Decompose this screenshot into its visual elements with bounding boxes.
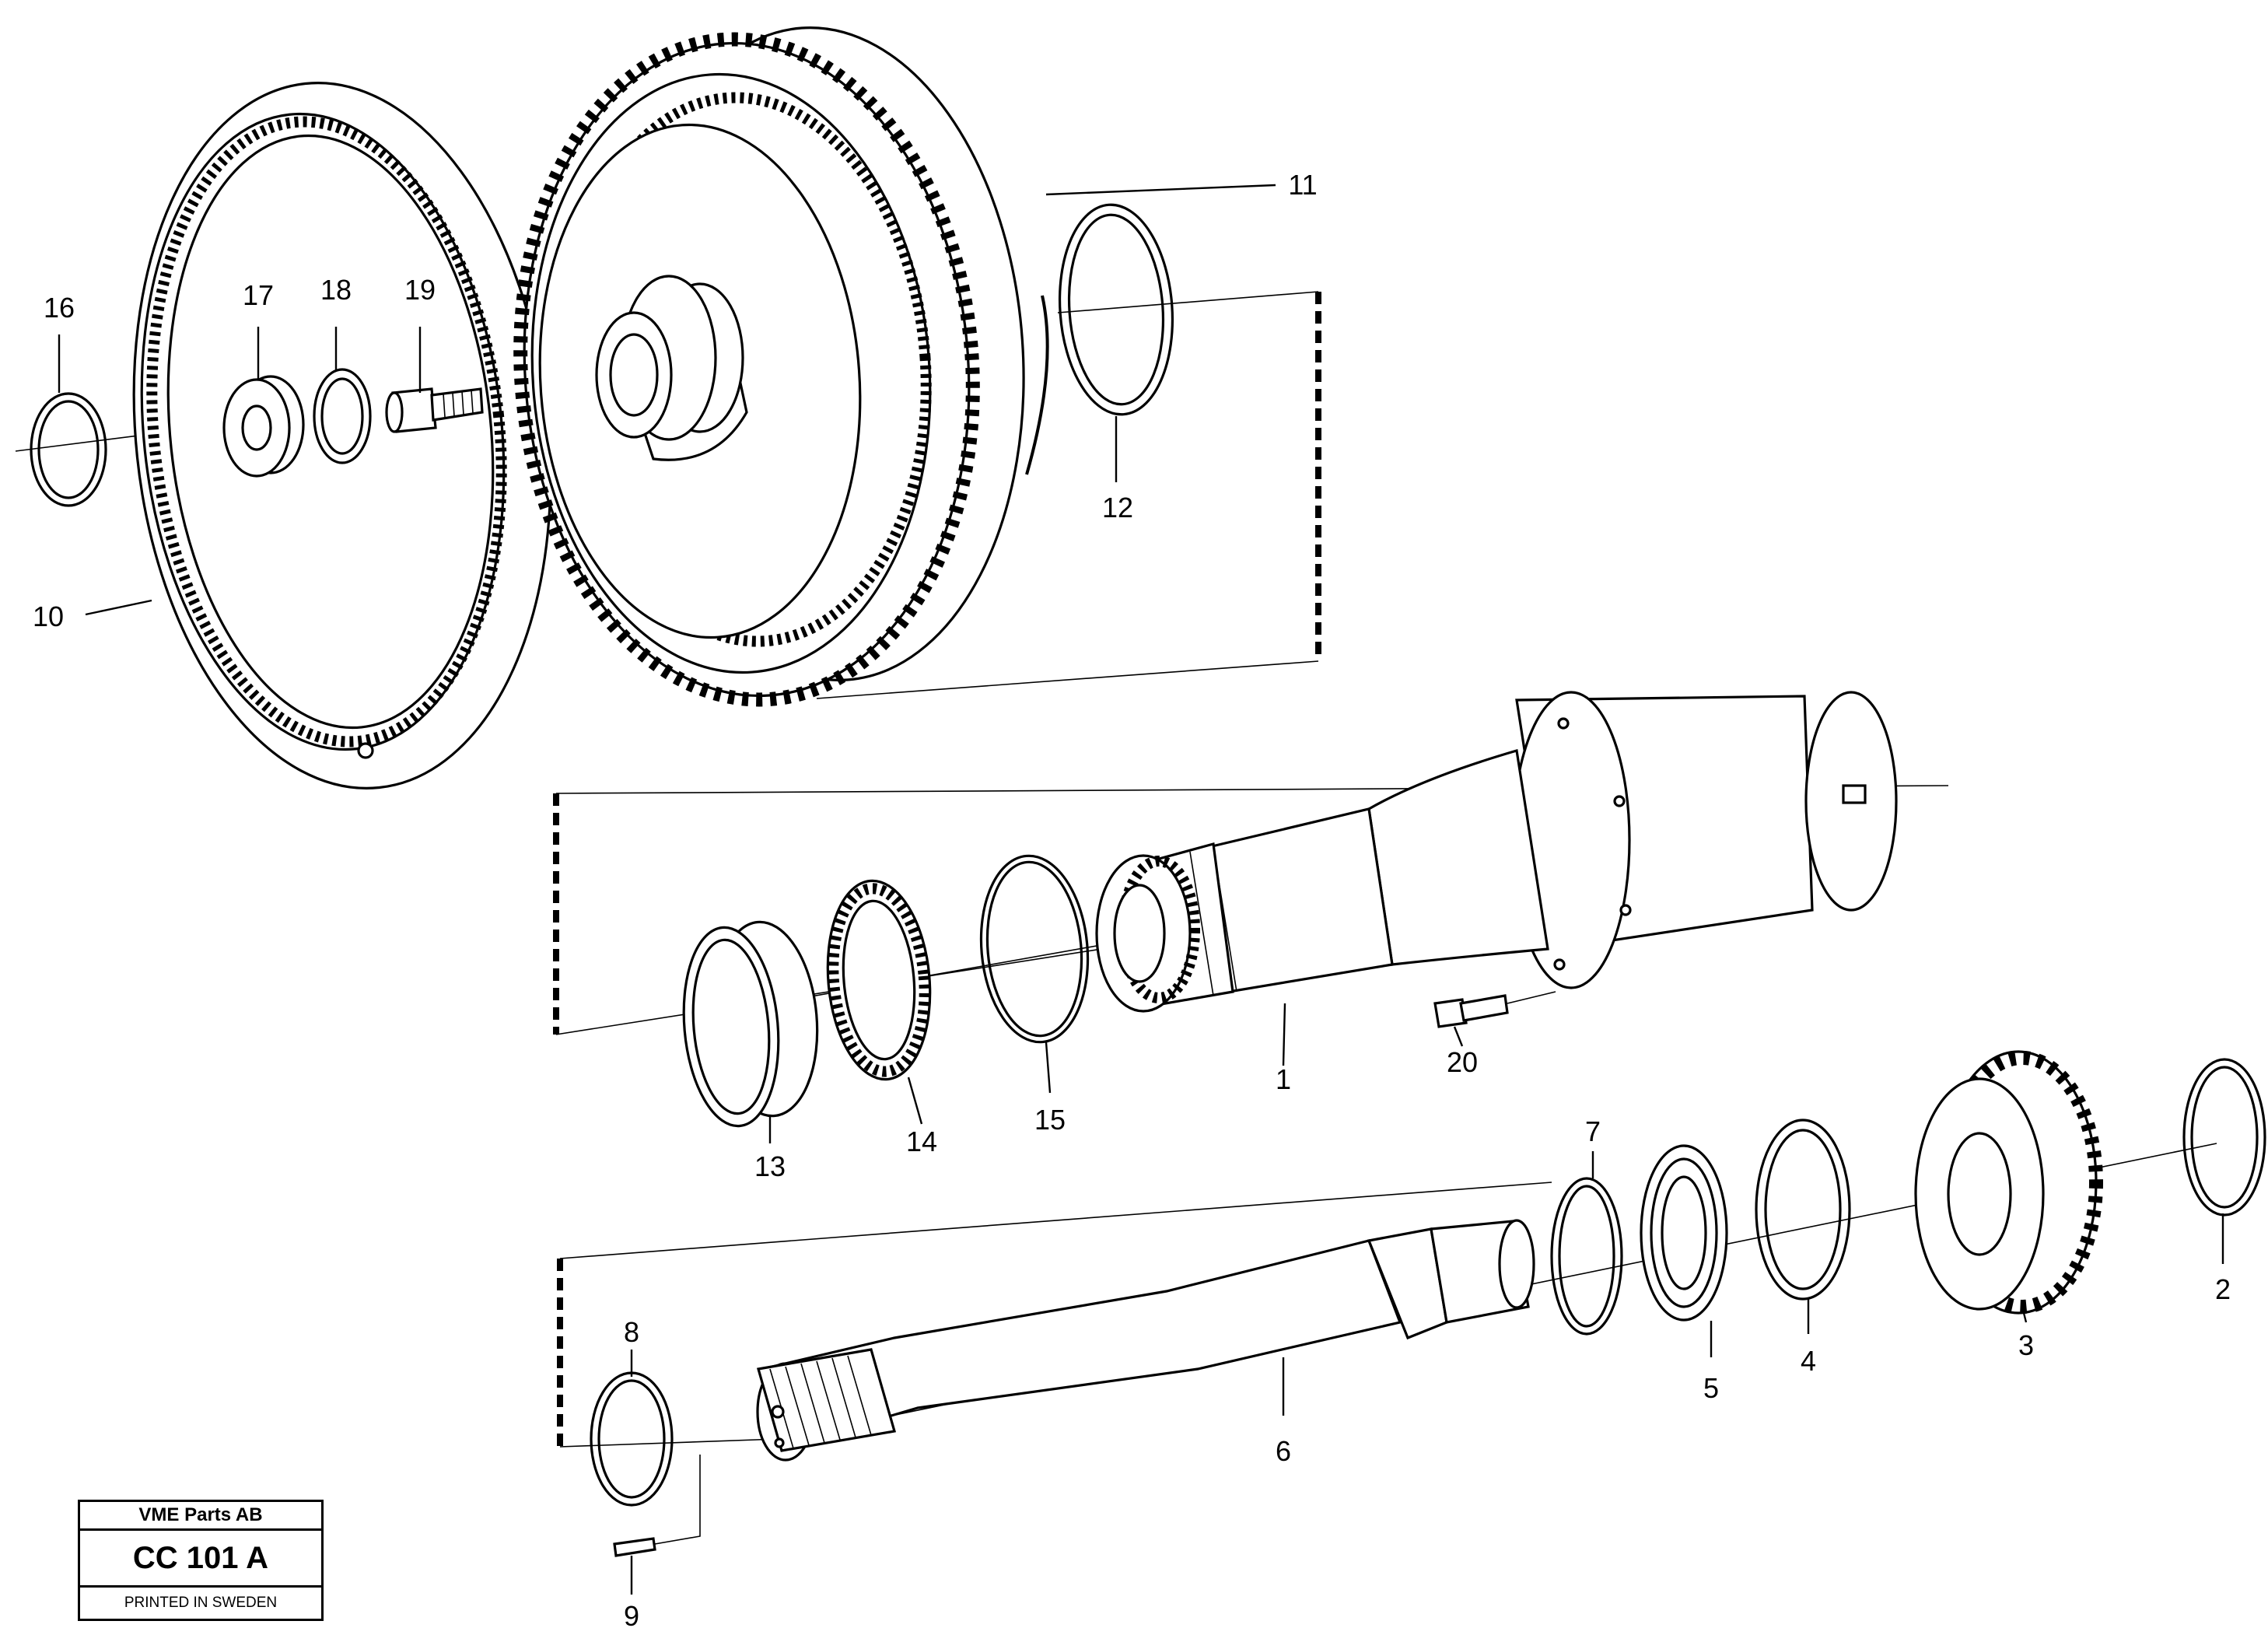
part-5-ball-bearing [1640,1144,1728,1322]
callout-10: 10 [33,600,64,632]
part-18-washer [313,368,372,464]
part-13-sleeve [682,920,819,1128]
part-20-bolt [1433,991,1556,1028]
callout-2: 2 [2215,1273,2231,1305]
part-4-snap-ring [1755,1119,1851,1301]
stamp-code: CC 101 A [80,1531,321,1588]
part-3-gear [1914,1050,2103,1315]
callout-4: 4 [1801,1345,1816,1377]
part-16-o-ring [30,392,107,507]
callout-5: 5 [1703,1372,1719,1404]
callout-20: 20 [1447,1046,1478,1078]
part-14-freewheel [826,879,932,1081]
part-15-o-ring [979,854,1090,1044]
stamp-printed: PRINTED IN SWEDEN [124,1595,278,1611]
part-7-o-ring [1550,1177,1623,1336]
callout-6: 6 [1276,1435,1291,1467]
part-17-bushing [222,375,305,478]
callout-7: 7 [1585,1115,1601,1147]
callout-3: 3 [2018,1329,2034,1361]
callout-16: 16 [44,292,75,324]
callout-19: 19 [404,274,436,306]
callout-1: 1 [1276,1063,1291,1095]
part-6-turbine-shaft [756,1219,1535,1462]
callout-numbers: 11 12 10 16 17 18 19 1 20 13 14 15 7 5 4… [33,169,2231,1632]
part-12-seal-ring [1058,203,1174,416]
leader-lines [58,184,2224,1595]
drawing-stamp: VME Parts AB CC 101 A PRINTED IN SWEDEN [78,1500,324,1621]
stamp-company: VME Parts AB [80,1502,321,1531]
part-9-pin [613,1455,701,1557]
callout-15: 15 [1034,1104,1066,1136]
part-2-circlip [2182,1058,2266,1217]
callout-8: 8 [624,1316,639,1348]
callout-17: 17 [243,279,274,311]
part-11-torque-converter [513,26,1049,707]
part-8-circlip [590,1371,674,1507]
part-1-stator-shaft [1095,691,1898,1013]
callout-18: 18 [320,274,352,306]
callout-11: 11 [1288,169,1317,201]
callout-9: 9 [624,1600,639,1632]
callout-12: 12 [1102,492,1133,523]
callout-13: 13 [754,1150,786,1182]
part-10-ring-gear [132,82,552,789]
callout-14: 14 [906,1126,937,1157]
part-19-screw [385,387,484,433]
